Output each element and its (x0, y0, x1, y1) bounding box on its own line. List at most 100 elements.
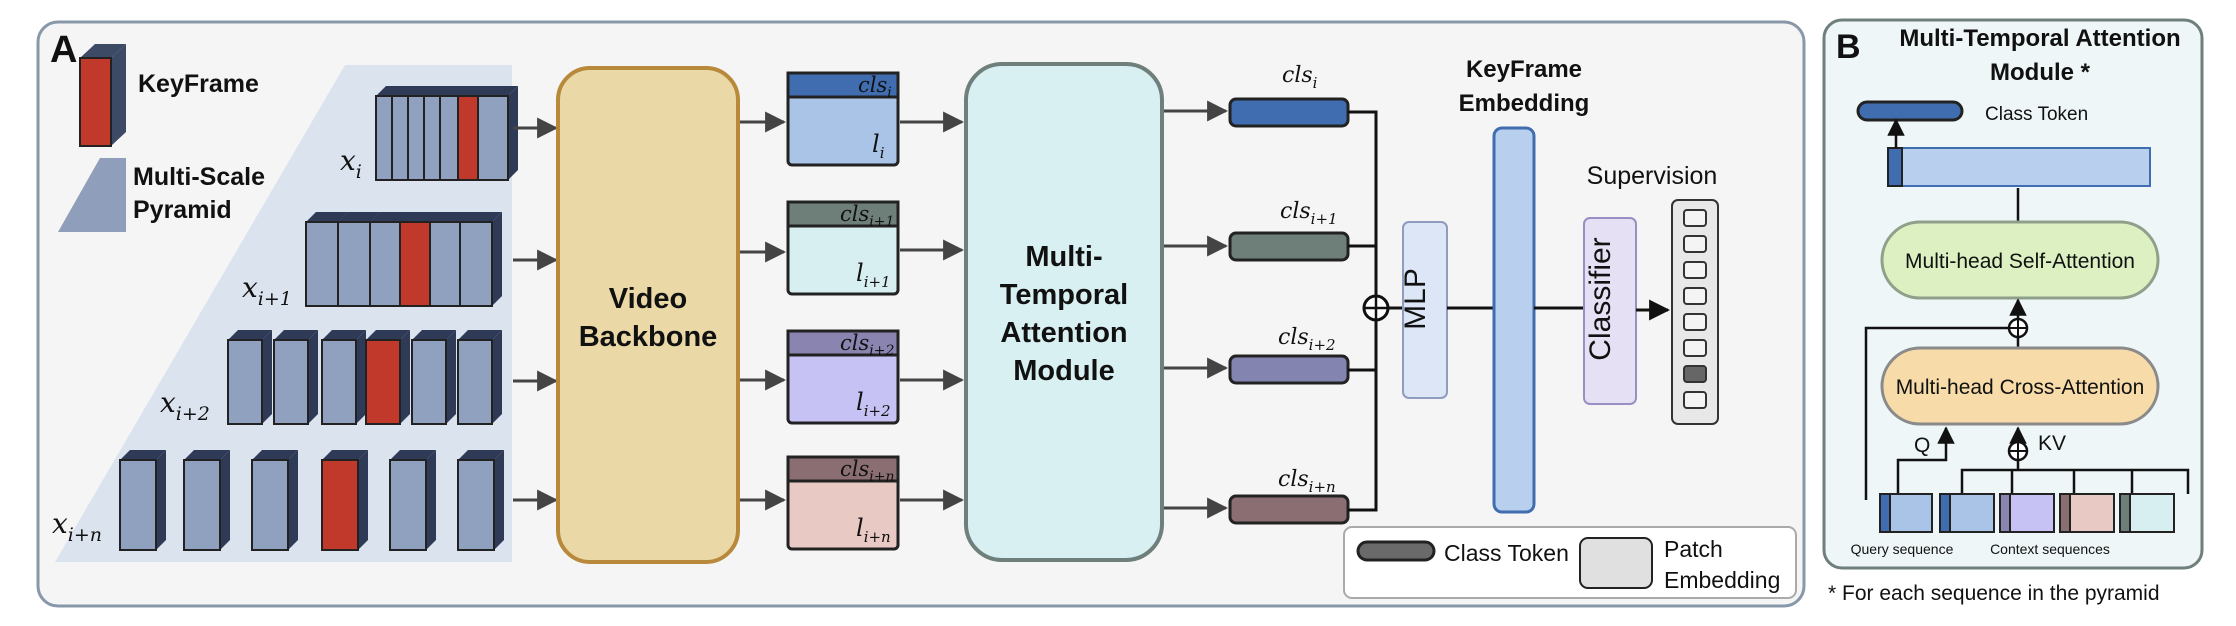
legend-patch-label-1: Patch (1664, 536, 1723, 562)
svg-text:li: li (872, 130, 885, 162)
legend-box: Class Token Patch Embedding (1343, 526, 1797, 599)
frame-stack-row-3 (119, 450, 504, 551)
context-sequence-3 (2119, 493, 2175, 533)
classifier-label: Classifier (1584, 237, 1617, 360)
svg-text:xi+2: xi+2 (160, 386, 210, 425)
keyframe-embedding-label-2: Embedding (1459, 90, 1590, 117)
label-cell (1683, 313, 1707, 331)
label-cell (1683, 209, 1707, 227)
video-frame (227, 330, 272, 425)
svg-text:xi+n: xi+n (52, 507, 102, 546)
supervision-label: Supervision (1587, 162, 1718, 190)
cls-token-i+1: clsi+1 (1228, 199, 1350, 262)
mlp-box (1402, 221, 1448, 399)
arrows-to-token-blocks (740, 111, 787, 511)
aggregation-lines (1348, 110, 1402, 512)
row-label-i+1: xi+1 (242, 271, 292, 310)
output-sequence-cls (1887, 147, 1903, 187)
self-attention-box (1880, 220, 2160, 300)
svg-text:clsi: clsi (858, 73, 892, 101)
video-frame (459, 212, 502, 307)
legend-pyramid-label-2: Pyramid (133, 196, 232, 224)
mlp-label: MLP (1399, 268, 1432, 330)
frame-stack-row-0 (375, 86, 518, 181)
svg-text:li+2: li+2 (856, 388, 891, 420)
token-block-i+n: clsi+n li+n (786, 455, 900, 551)
video-frame (411, 330, 456, 425)
query-sequence-label: Query sequence (1851, 541, 1954, 557)
legend-patch-label-2: Embedding (1664, 567, 1780, 593)
legend-pyramid-icon (58, 158, 126, 232)
svg-text:li+n: li+n (856, 514, 891, 546)
svg-text:clsi+n: clsi+n (840, 457, 895, 485)
context-sequence-0 (1939, 493, 1995, 533)
mta-module-box (964, 62, 1164, 562)
row-label-i+2: xi+2 (160, 386, 210, 425)
legend-patch-icon (1579, 537, 1653, 589)
mta-label-2: Temporal (1000, 279, 1128, 311)
legend-class-token-label: Class Token (1444, 540, 1569, 566)
pyramid-background (55, 65, 512, 562)
frame-stack-row-2 (227, 330, 502, 425)
kv-label: KV (2038, 432, 2066, 455)
label-cell (1683, 287, 1707, 305)
svg-text:clsi+2: clsi+2 (1278, 325, 1336, 354)
label-cell (1683, 339, 1707, 357)
mta-label-4: Module (1013, 355, 1115, 387)
frame-stack-row-1 (305, 212, 502, 307)
context-sequences-label: Context sequences (1990, 541, 2110, 557)
query-sequence (1879, 493, 1933, 533)
panel-b: B Multi-Temporal Attention Module * Clas… (1822, 18, 2204, 605)
context-sequence-1 (1999, 493, 2055, 533)
video-backbone-label-1: Video (609, 283, 687, 315)
video-frame (321, 330, 366, 425)
legend-keyframe-icon (79, 44, 126, 147)
arrows-to-cls-tokens (1164, 100, 1229, 519)
frame-stacks (119, 86, 518, 551)
token-block-i+1: clsi+1 li+1 (786, 200, 900, 296)
self-attention-label: Multi-head Self-Attention (1905, 250, 2135, 273)
class-token-output-label: Class Token (1985, 104, 2088, 125)
video-frame (457, 330, 502, 425)
residual-path (1864, 326, 2009, 500)
cross-attention-box (1880, 346, 2160, 426)
svg-text:xi: xi (340, 144, 362, 183)
token-block-i: clsi li (786, 71, 900, 167)
label-cell (1683, 235, 1707, 253)
svg-text:clsi: clsi (1282, 63, 1318, 92)
mta-label-1: Multi- (1025, 241, 1102, 273)
keyframe-embedding-label-1: KeyFrame (1466, 56, 1582, 83)
panel-a: A KeyFrame Multi-Scale Pyramid xi xi+1 x… (36, 20, 1806, 608)
context-sequence-2 (2059, 493, 2115, 533)
row-label-i+n: xi+n (52, 507, 102, 546)
video-backbone-label-2: Backbone (579, 321, 718, 353)
video-frame (119, 450, 166, 551)
context-sequences (1939, 493, 2175, 533)
mta-label-3: Attention (1000, 317, 1127, 349)
video-frame (389, 450, 436, 551)
panel-a-label: A (50, 29, 77, 71)
svg-text:xi+1: xi+1 (242, 271, 292, 310)
svg-text:clsi+1: clsi+1 (1280, 199, 1338, 228)
cross-attention-label: Multi-head Cross-Attention (1896, 376, 2145, 399)
video-frame (457, 450, 504, 551)
arrows-to-mta (900, 111, 965, 511)
panel-b-title-1: Multi-Temporal Attention (1899, 25, 2180, 52)
panel-b-label: B (1836, 28, 1861, 66)
kv-paths (1960, 426, 2190, 494)
footnote: * For each sequence in the pyramid (1828, 582, 2160, 605)
supervision-vector (1671, 199, 1719, 425)
svg-text:li+1: li+1 (856, 259, 891, 291)
label-cell (1683, 391, 1707, 409)
q-label: Q (1914, 434, 1930, 457)
legend-class-token-icon (1356, 540, 1436, 562)
label-cell (1683, 261, 1707, 279)
video-backbone-box (556, 66, 740, 564)
panel-b-title-2: Module * (1990, 59, 2091, 86)
keyframe (321, 450, 368, 551)
svg-text:clsi+2: clsi+2 (840, 331, 894, 359)
legend-keyframe-label: KeyFrame (138, 70, 259, 98)
token-block-i+2: clsi+2 li+2 (786, 329, 900, 425)
keyframe (365, 330, 410, 425)
